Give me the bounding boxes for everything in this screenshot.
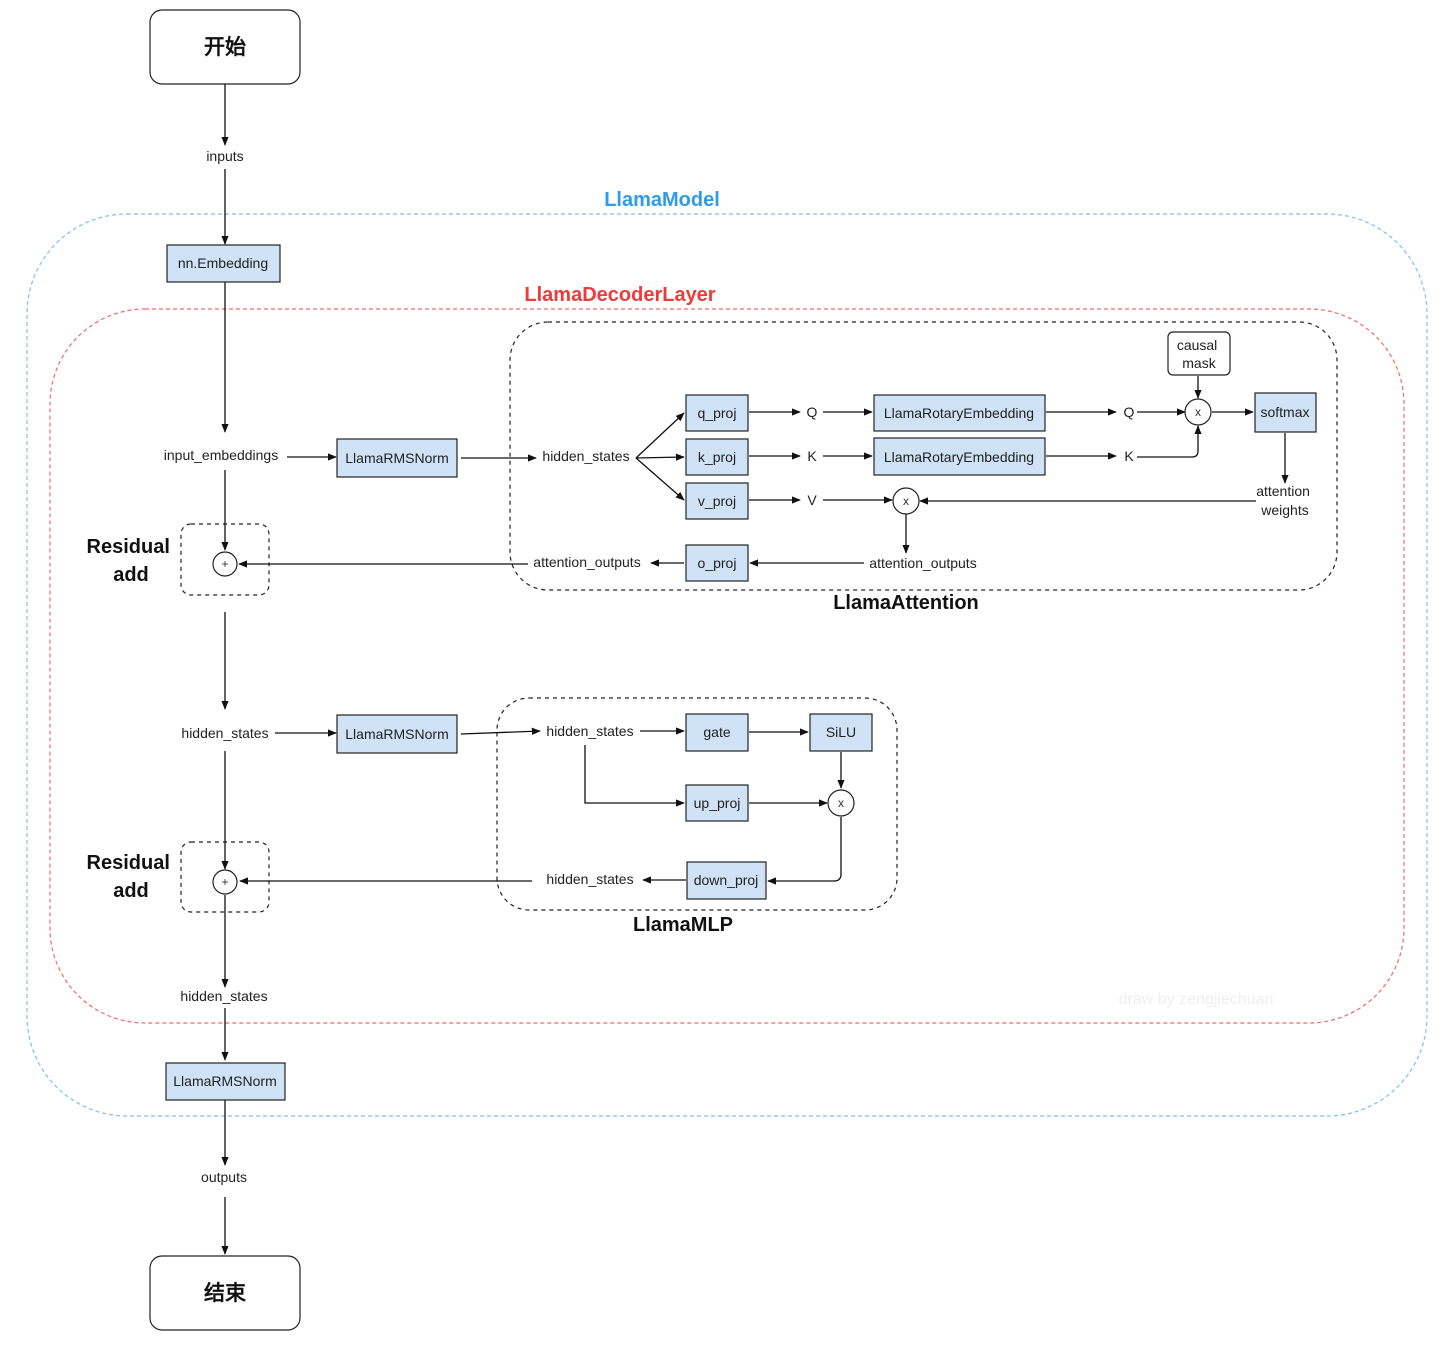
rotary-embedding-k-block (873, 437, 1046, 476)
label-k-2: K (1124, 448, 1134, 464)
o-proj-block (685, 544, 749, 582)
label-inputs: inputs (206, 148, 243, 164)
q-proj-label: q_proj (698, 405, 737, 421)
v-proj-label: v_proj (698, 493, 736, 509)
causal-mask-label: causal mask (1177, 337, 1221, 371)
label-hidden-states-mlp-in: hidden_states (546, 723, 633, 739)
label-hidden-states-final: hidden_states (180, 988, 267, 1004)
residual-add-label-2: Residual add (87, 852, 176, 902)
softmax-label: softmax (1260, 404, 1309, 420)
multiply-op-v (892, 487, 920, 515)
multiply-op-mlp-symbol: x (838, 796, 844, 810)
o-proj-label: o_proj (698, 555, 737, 571)
label-input-embeddings: input_embeddings (164, 447, 278, 463)
rmsnorm-block-2 (336, 714, 458, 754)
add-op-2-symbol: + (221, 875, 228, 889)
q-proj-block (685, 394, 749, 432)
rmsnorm-block-final (165, 1062, 286, 1101)
label-v-1: V (807, 492, 817, 508)
attention-title: LlamaAttention (833, 592, 979, 614)
mlp-title: LlamaMLP (633, 914, 733, 936)
gate-block (685, 713, 749, 752)
label-hidden-states-mid: hidden_states (181, 725, 268, 741)
add-op-1 (212, 551, 238, 577)
down-proj-label: down_proj (694, 872, 759, 888)
start-node-label: 开始 (204, 35, 246, 59)
silu-label: SiLU (826, 724, 856, 740)
add-op-1-symbol: + (221, 557, 228, 571)
multiply-op-mlp (827, 789, 855, 817)
decoder-layer-title: LlamaDecoderLayer (524, 284, 715, 306)
rmsnorm-block-final-label: LlamaRMSNorm (173, 1073, 276, 1089)
add-op-2 (212, 869, 238, 895)
rotary-embedding-q-label: LlamaRotaryEmbedding (884, 405, 1034, 421)
label-attention-outputs-outer: attention_outputs (533, 554, 640, 570)
softmax-block (1254, 392, 1317, 433)
attention-container (509, 321, 1338, 591)
silu-block (809, 713, 873, 752)
end-node-label: 结束 (204, 1281, 247, 1305)
embedding-block-label: nn.Embedding (178, 255, 268, 271)
mlp-container (496, 697, 898, 911)
k-proj-label: k_proj (698, 449, 736, 465)
label-attention-weights: attention weights (1256, 483, 1314, 518)
rmsnorm-block-1-label: LlamaRMSNorm (345, 450, 448, 466)
multiply-op-qk (1184, 398, 1212, 426)
multiply-op-v-symbol: x (903, 494, 909, 508)
label-k-1: K (807, 448, 817, 464)
rmsnorm-block-1 (336, 438, 458, 478)
label-q-2: Q (1124, 404, 1135, 420)
residual-add-label-1: Residual add (87, 536, 176, 586)
label-attention-outputs-inner: attention_outputs (869, 555, 976, 571)
rmsnorm-block-2-label: LlamaRMSNorm (345, 726, 448, 742)
rotary-embedding-q-block (873, 394, 1046, 432)
up-proj-label: up_proj (694, 795, 741, 811)
multiply-op-qk-symbol: x (1195, 405, 1201, 419)
down-proj-block (686, 861, 767, 900)
up-proj-block (685, 784, 749, 822)
label-outputs: outputs (201, 1169, 247, 1185)
watermark: draw by zengjiechuan (1119, 991, 1274, 1008)
llama-model-container (26, 213, 1428, 1117)
llama-model-title: LlamaModel (604, 189, 720, 211)
end-node (149, 1255, 301, 1331)
rotary-embedding-k-label: LlamaRotaryEmbedding (884, 449, 1034, 465)
decoder-layer-container (49, 308, 1405, 1024)
embedding-block (166, 244, 281, 283)
k-proj-block (685, 438, 749, 476)
label-hidden-states-attn-in: hidden_states (542, 448, 629, 464)
causal-mask-block (1167, 331, 1231, 376)
label-hidden-states-mlp-out: hidden_states (546, 871, 633, 887)
gate-label: gate (703, 724, 730, 740)
v-proj-block (685, 482, 749, 520)
label-q-1: Q (807, 404, 818, 420)
